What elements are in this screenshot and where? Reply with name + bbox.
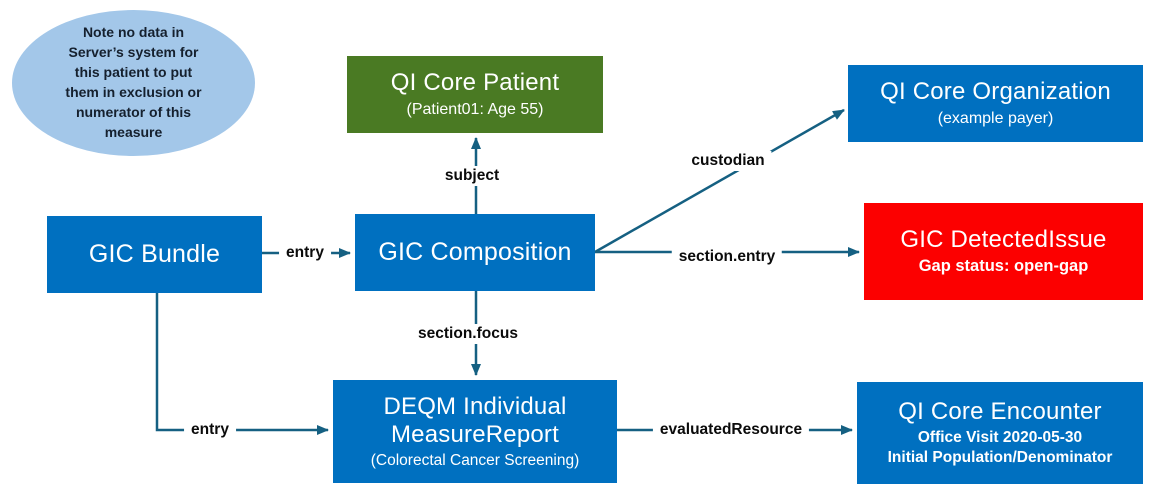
node-title: DEQM Individual MeasureReport: [383, 392, 567, 448]
node-deqm-measure-report: DEQM Individual MeasureReport (Colorecta…: [333, 380, 617, 483]
edge-label-entry-top: entry: [279, 243, 331, 263]
note-text: Note no data in Server’s system for this…: [44, 23, 224, 142]
node-title: GIC Composition: [378, 237, 572, 266]
note-line: them in exclusion or: [65, 84, 202, 100]
node-subtitle: (Patient01: Age 55): [406, 100, 544, 118]
node-gic-composition: GIC Composition: [355, 214, 595, 291]
node-title: GIC DetectedIssue: [900, 226, 1107, 254]
node-subtitle: Office Visit 2020-05-30: [917, 428, 1083, 446]
node-subtitle: (example payer): [937, 109, 1054, 127]
edge-label-custodian: custodian: [684, 151, 772, 171]
node-qi-core-patient: QI Core Patient (Patient01: Age 55): [347, 56, 603, 133]
edge-label-entry-bottom: entry: [184, 420, 236, 440]
node-qi-core-encounter: QI Core Encounter Office Visit 2020-05-3…: [857, 382, 1143, 484]
edge-entry-bottom-line: [155, 293, 329, 435]
node-qi-core-organization: QI Core Organization (example payer): [848, 65, 1143, 142]
node-gic-detected-issue: GIC DetectedIssue Gap status: open-gap: [864, 203, 1143, 300]
note-line: numerator of this: [75, 103, 192, 120]
note-ellipse: Note no data in Server’s system for this…: [12, 10, 255, 156]
note-line: this patient to put: [74, 64, 193, 81]
edge-label-section-focus: section.focus: [411, 324, 525, 344]
note-line: measure: [104, 123, 163, 140]
node-title: GIC Bundle: [88, 239, 221, 268]
node-title: QI Core Patient: [390, 69, 560, 97]
node-gic-bundle: GIC Bundle: [47, 216, 262, 293]
note-line: Server’s system for: [68, 44, 199, 61]
node-title: QI Core Organization: [880, 78, 1111, 106]
edge-label-evaluated-resource: evaluatedResource: [652, 420, 810, 440]
node-subtitle: (Colorectal Cancer Screening): [370, 452, 580, 470]
edge-label-subject: subject: [437, 166, 507, 186]
edge-label-section-entry: section.entry: [671, 247, 783, 267]
edge-custodian-line: [594, 108, 845, 254]
node-subtitle: Gap status: open-gap: [918, 257, 1089, 276]
node-title: QI Core Encounter: [898, 398, 1102, 426]
note-line: Note no data in: [82, 24, 185, 41]
node-subtitle: Initial Population/Denominator: [887, 449, 1113, 467]
